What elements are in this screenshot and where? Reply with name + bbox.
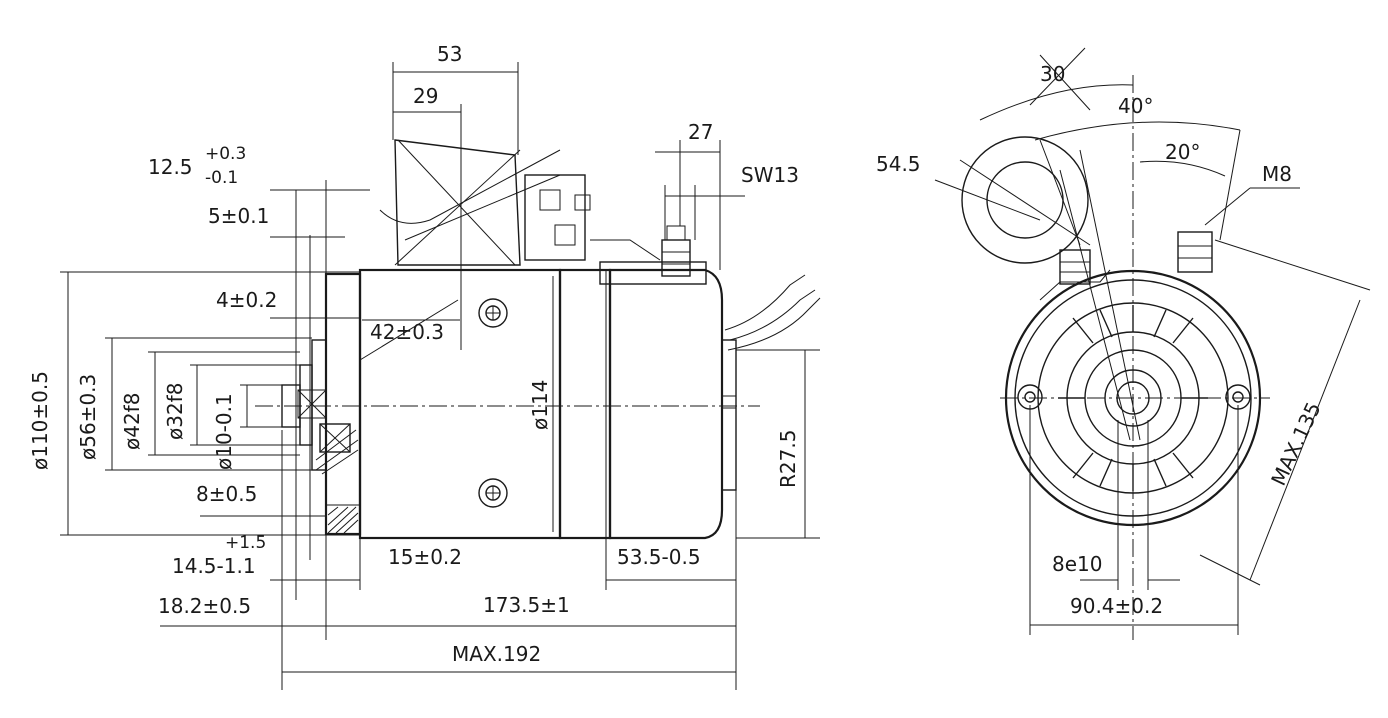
dim-90-4: 90.4±0.2 xyxy=(1070,594,1164,618)
dim-angle-30: 30 xyxy=(1040,62,1066,86)
rear-wires xyxy=(724,274,806,331)
dim-sw13: SW13 xyxy=(741,163,799,187)
dim-max192: MAX.192 xyxy=(452,642,542,666)
dim-54-5: 54.5 xyxy=(876,152,921,176)
dim-dia110: ø110±0.5 xyxy=(28,371,52,470)
dim-29: 29 xyxy=(413,84,439,108)
dim-angle-20: 20° xyxy=(1165,140,1201,164)
dim-8e10: 8e10 xyxy=(1052,552,1103,576)
body-screw-top xyxy=(478,298,508,328)
dim-14-5-upper: +1.5 xyxy=(225,533,267,553)
terminal-block xyxy=(524,174,586,261)
dim-4: 4±0.2 xyxy=(216,288,278,312)
dim-27: 27 xyxy=(688,120,714,144)
dim-angle-40: 40° xyxy=(1118,94,1154,118)
end-stud-left xyxy=(1059,249,1091,285)
dim-8: 8±0.5 xyxy=(196,482,258,506)
dim-42: 42±0.3 xyxy=(370,320,445,344)
dim-173-5: 173.5±1 xyxy=(483,593,570,617)
dim-dia10: ø10-0.1 xyxy=(212,393,236,470)
rear-boss xyxy=(721,339,737,491)
side-view xyxy=(60,62,821,690)
motor-rear-cover xyxy=(608,268,724,540)
body-screw-bottom xyxy=(478,478,508,508)
dim-53-5: 53.5-0.5 xyxy=(617,545,701,569)
end-view xyxy=(934,47,1371,640)
dim-dia32f8: ø32f8 xyxy=(163,382,187,440)
dim-5: 5±0.1 xyxy=(208,204,270,228)
dim-12-5-upper: +0.3 xyxy=(205,144,247,164)
dim-dia114: ø114 xyxy=(528,379,552,430)
dim-14-5: 14.5-1.1 xyxy=(172,554,256,578)
dim-18-2: 18.2±0.5 xyxy=(158,594,252,618)
dim-12-5: 12.5 xyxy=(148,155,193,179)
dim-12-5-lower: -0.1 xyxy=(205,168,239,188)
dim-m8: M8 xyxy=(1262,162,1292,186)
dim-dia42f8: ø42f8 xyxy=(120,392,144,450)
terminal-box xyxy=(394,139,521,266)
dim-53: 53 xyxy=(437,42,463,66)
end-stud-right xyxy=(1177,231,1213,273)
dim-dia56: ø56±0.3 xyxy=(76,373,100,460)
dim-max135: MAX.135 xyxy=(1266,398,1326,490)
end-terminal-cap xyxy=(961,136,1089,264)
dim-r27-5: R27.5 xyxy=(776,429,800,488)
dim-15: 15±0.2 xyxy=(388,545,463,569)
